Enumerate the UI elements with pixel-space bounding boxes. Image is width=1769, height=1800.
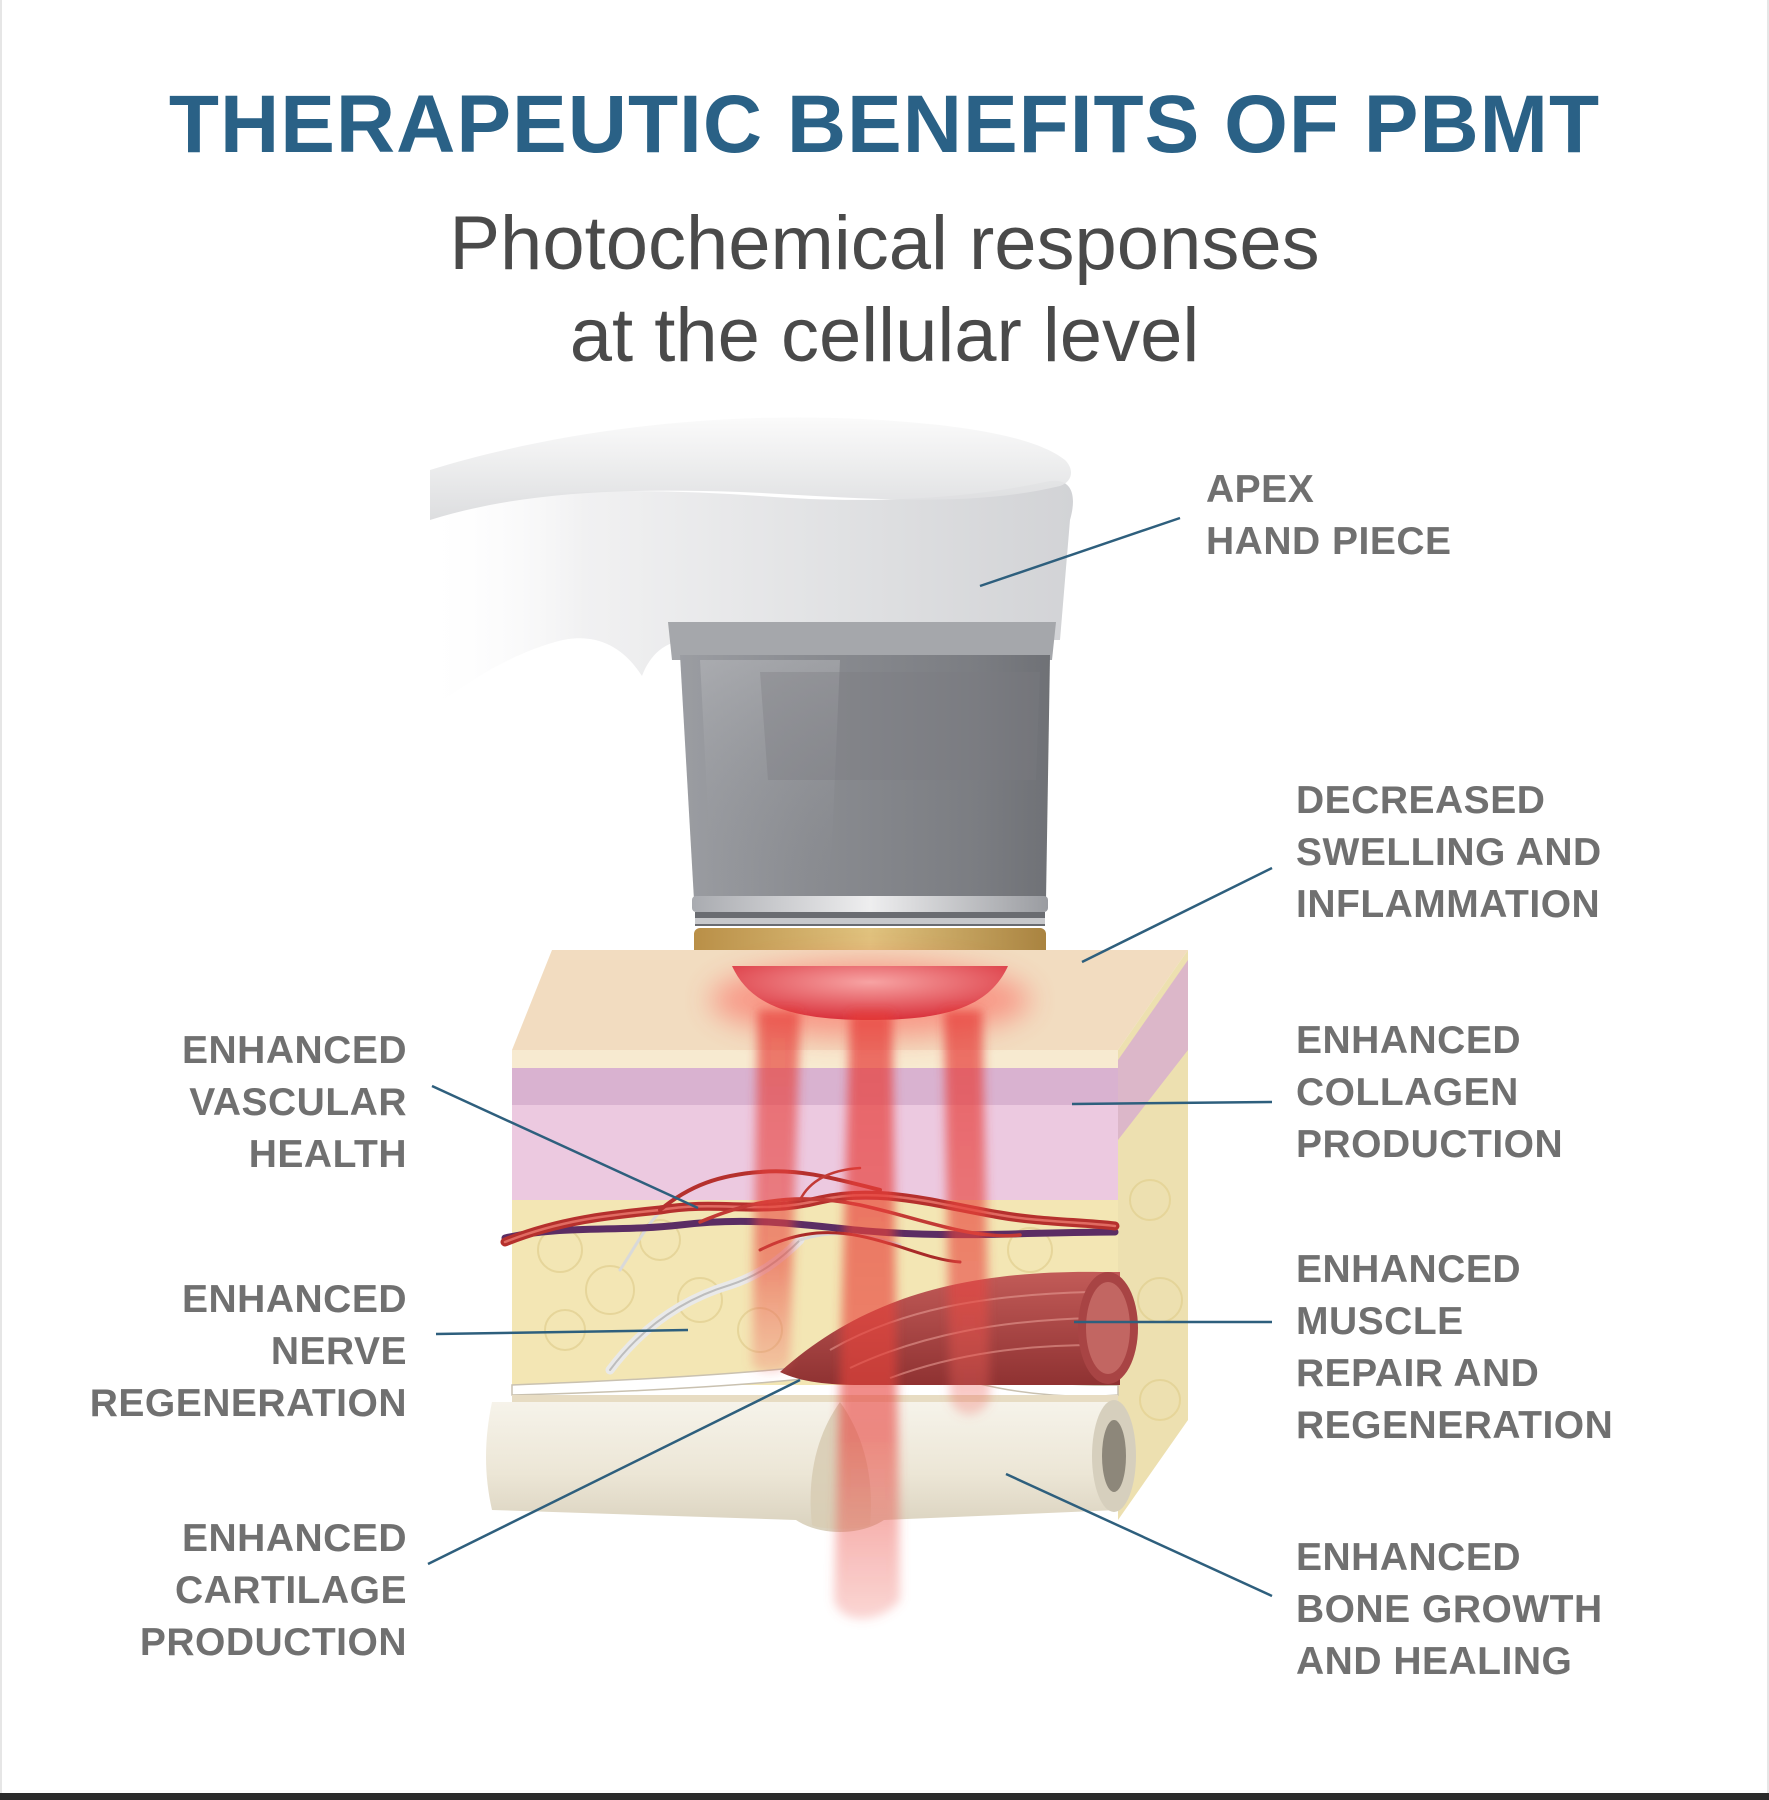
laser-lens: [732, 966, 1008, 1020]
handpiece-silver-ring-2: [695, 918, 1045, 924]
label-enhanced-muscle: ENHANCED MUSCLE REPAIR AND REGENERATION: [1296, 1248, 1614, 1447]
epidermis-front: [512, 1050, 1118, 1068]
handpiece-handle-top: [430, 417, 1072, 520]
handpiece-handle: [420, 480, 1073, 720]
page-title: THERAPEUTIC BENEFITS OF PBMT: [168, 79, 1601, 170]
laser-beam-right: [944, 1010, 990, 1415]
laser-beam-center: [834, 1012, 900, 1619]
label-enhanced-vascular: ENHANCED VASCULAR HEALTH: [181, 1029, 407, 1176]
handpiece-head-upper: [668, 622, 1056, 660]
leader-lines: [427, 516, 1273, 1598]
apex-handpiece: [420, 417, 1073, 968]
tissue-right-face-dermis: [1118, 960, 1188, 1140]
leader-collagen: [1071, 1100, 1273, 1106]
handpiece-panel: [760, 672, 1040, 780]
leader-swelling: [1081, 866, 1273, 964]
label-enhanced-bone: ENHANCED BONE GROWTH AND HEALING: [1296, 1536, 1603, 1683]
bone: [486, 1400, 1136, 1532]
leader-vascular: [431, 1084, 699, 1210]
muscle-end-inner: [1086, 1282, 1130, 1374]
label-decreased-swelling: DECREASED SWELLING AND INFLAMMATION: [1296, 779, 1602, 926]
dermis-reticular: [512, 1105, 1118, 1200]
leader-cartilage: [427, 1378, 801, 1566]
leader-bone: [1005, 1472, 1273, 1598]
bottom-bar: [0, 1793, 1769, 1800]
leader-nerve: [435, 1328, 689, 1336]
bone-end-inner: [1102, 1420, 1126, 1492]
label-enhanced-collagen: ENHANCED COLLAGEN PRODUCTION: [1296, 1019, 1564, 1166]
page-subtitle: Photochemical responses at the cellular …: [0, 198, 1769, 382]
leader-apex: [979, 516, 1181, 588]
tissue-bottom-band: [512, 1395, 1118, 1405]
handpiece-silver-ring: [692, 896, 1048, 912]
bone-shaft: [486, 1402, 1118, 1532]
label-enhanced-cartilage: ENHANCED CARTILAGE PRODUCTION: [139, 1517, 407, 1664]
label-enhanced-nerve: ENHANCED NERVE REGENERATION: [89, 1278, 407, 1425]
subtitle-line-1: Photochemical responses: [449, 201, 1320, 286]
label-apex-hand-piece: APEX HAND PIECE: [1206, 468, 1452, 563]
laser-light: [710, 962, 1030, 1619]
laser-beam-left: [752, 1010, 800, 1373]
subtitle-line-2: at the cellular level: [569, 293, 1200, 378]
handpiece-head-highlight: [700, 660, 840, 890]
